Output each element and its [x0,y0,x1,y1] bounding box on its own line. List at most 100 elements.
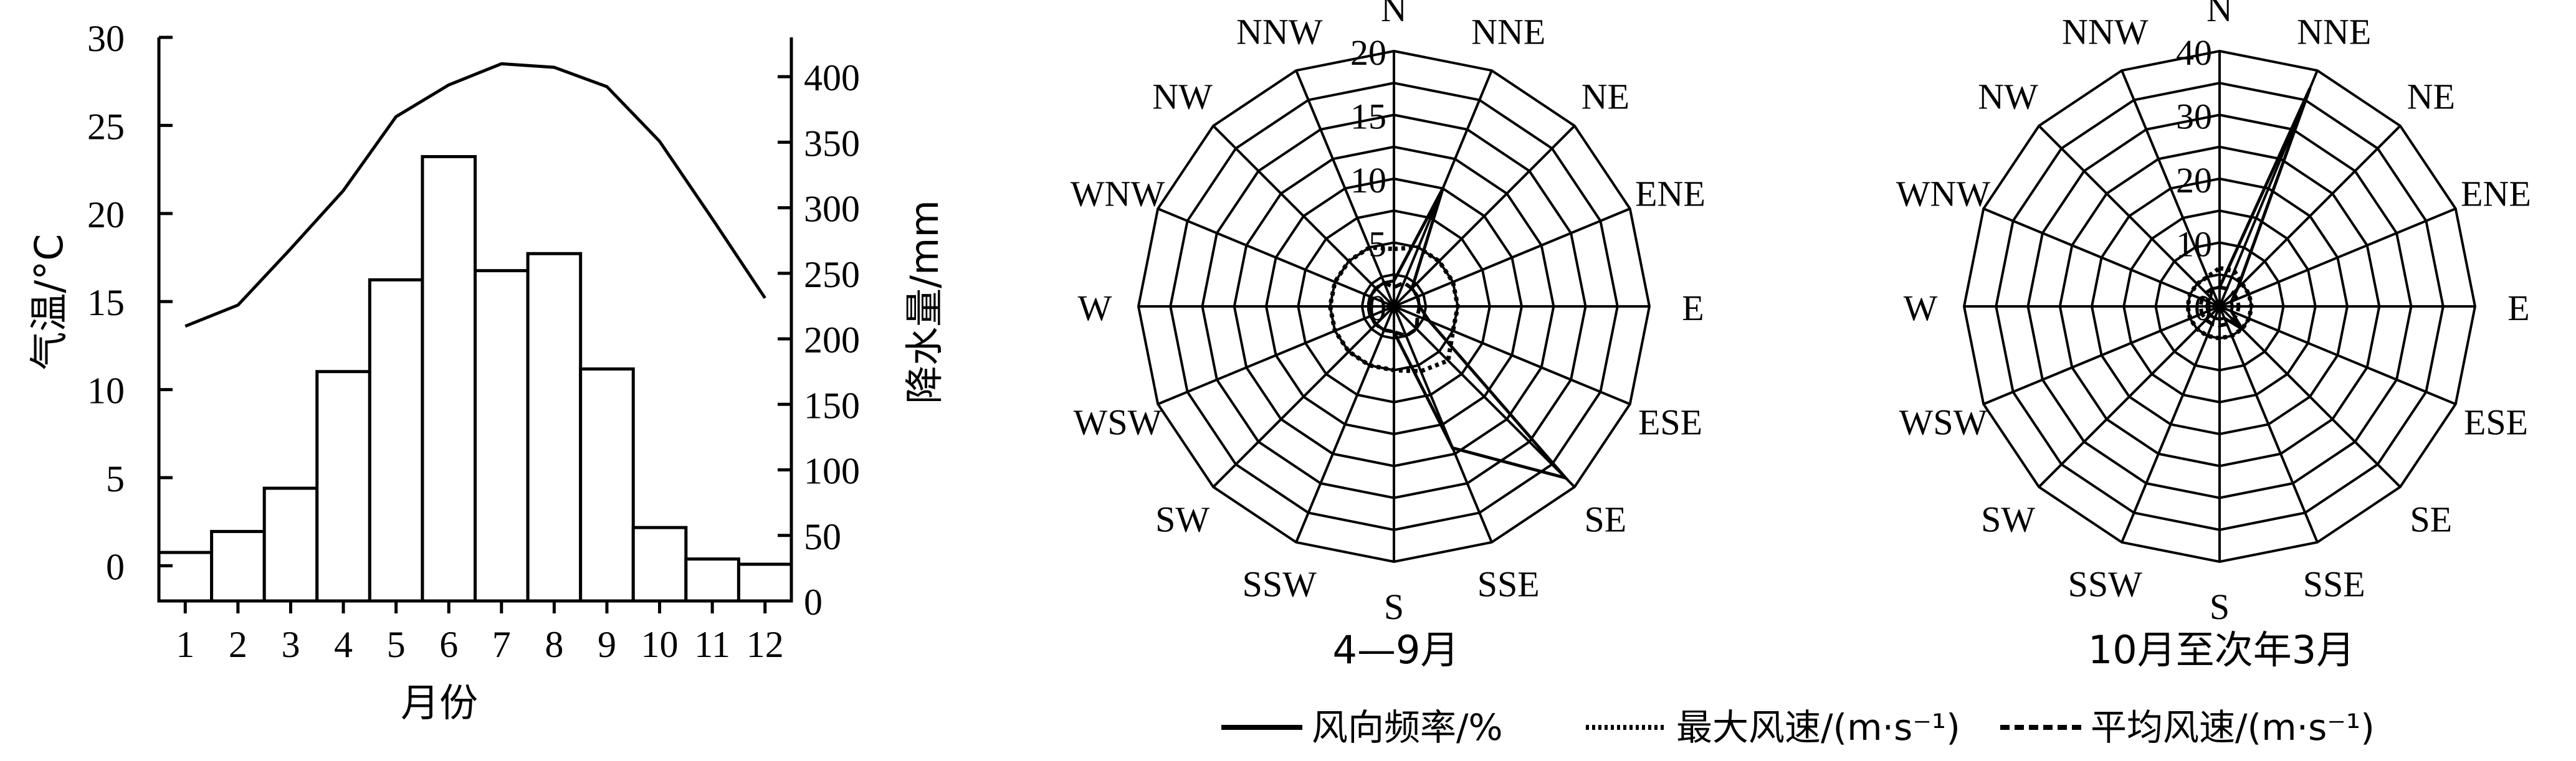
precipitation-bar [315,370,371,603]
precipitation-bar [210,529,266,603]
legend-label-frequency: 风向频率/% [1312,706,1503,749]
temperature-line [184,62,766,328]
rose-spoke [1393,305,1576,488]
direction-label-nne: NNE [1471,12,1545,52]
rose-series-max [1327,245,1461,374]
direction-label-se: SE [1585,499,1627,539]
rose-spoke [2219,305,2456,405]
precipitation-bars [157,155,793,603]
rose-tick-label: 0 [1368,288,1386,328]
direction-label-nw: NW [1978,77,2038,117]
direction-label-wsw: WSW [1074,402,1162,443]
direction-label-ene: ENE [1635,173,1705,214]
rose-spoke [1393,305,1631,405]
rose-tick-label: 40 [2176,32,2212,73]
right-tick-label: 0 [804,582,823,623]
direction-label-sw: SW [1155,499,1209,539]
right-tick-label: 400 [804,57,860,98]
rose-spoke [1983,305,2220,405]
right-tick-label: 350 [804,123,860,164]
precipitation-bar [157,551,214,603]
direction-label-e: E [2507,288,2529,328]
rose-tick-label: 20 [1350,32,1386,73]
direction-label-ssw: SSW [1243,564,1317,605]
precipitation-bar [526,252,583,603]
direction-label-ese: ESE [1638,402,1702,443]
precipitation-bar [262,486,319,603]
legend-label-max-speed: 最大风速/(m·s⁻¹) [1676,706,1960,749]
rose-series-max [2185,265,2254,341]
direction-label-s: S [2210,587,2230,627]
left-tick-label: 10 [87,371,125,412]
wind-rose-winter: 010203040NNNENEENEEESESESSESSSWSWWSWWWNW… [1896,0,2531,627]
rose-tick-label: 5 [1368,224,1386,265]
right-tick-label: 150 [804,385,860,426]
left-tick-label: 20 [87,194,125,235]
rose-spoke [1393,125,1576,308]
precipitation-bar [421,155,477,603]
left-tick-label: 0 [106,546,125,587]
rose-spoke [2218,305,2402,488]
rose-tick-label: 30 [2176,97,2212,137]
direction-label-nnw: NNW [1236,12,1323,52]
direction-label-n: N [1381,0,1407,29]
x-tick-label: 8 [545,624,563,665]
right-tick-label: 200 [804,319,860,361]
x-tick-label: 6 [439,624,458,665]
legend-item-max-speed: 最大风速/(m·s⁻¹) [1586,706,1960,749]
direction-label-wnw: WNW [1071,173,1165,214]
direction-label-wsw: WSW [1899,402,1988,443]
x-tick-label: 7 [492,624,511,665]
direction-label-ese: ESE [2464,402,2528,443]
direction-label-n: N [2206,0,2233,29]
precipitation-bar [579,367,635,603]
right-tick-label: 100 [804,451,860,492]
x-tick-label: 10 [641,624,679,665]
direction-label-nne: NNE [2297,12,2371,52]
direction-label-sse: SSE [1477,564,1540,605]
rose-spoke [1212,125,1395,308]
precipitation-bar [684,557,740,603]
rose-spoke [2218,125,2402,308]
direction-label-s: S [1384,587,1404,627]
x-tick-label: 9 [598,624,616,665]
rose-spoke [1212,305,1395,488]
direction-label-sw: SW [1981,499,2035,539]
rose-spoke [2218,306,2319,543]
direction-label-sse: SSE [2303,564,2365,605]
left-axis-label: 气温/°C [26,234,72,370]
x-tick-label: 1 [176,624,194,665]
x-tick-label: 4 [334,624,353,665]
left-tick-label: 5 [106,458,125,499]
precipitation-bar [631,526,688,603]
rose-spoke [2038,305,2221,488]
rose-spoke [1157,305,1395,405]
rose-series-avg [1366,280,1422,338]
rose-tick-label: 20 [2176,160,2212,201]
direction-label-ne: NE [1581,77,1629,117]
direction-label-ne: NE [2407,77,2455,117]
legend-label-avg-speed: 平均风速/(m·s⁻¹) [2091,706,2375,749]
rose-spoke [2038,125,2221,308]
x-axis-label: 月份 [401,680,478,726]
direction-label-e: E [1682,288,1704,328]
direction-label-nw: NW [1152,77,1213,117]
direction-label-w: W [1078,288,1112,328]
right-tick-label: 250 [804,254,860,295]
precipitation-bar [368,278,424,603]
rose-spoke [1983,207,2220,308]
rose-spoke [1295,306,1395,543]
precipitation-bar [737,562,793,603]
legend-item-avg-speed: 平均风速/(m·s⁻¹) [2000,706,2375,749]
direction-label-se: SE [2410,499,2453,539]
left-tick-label: 15 [87,282,125,323]
rose-spoke [2219,207,2456,308]
rose-tick-label: 0 [2194,288,2212,328]
rose-subtitle-summer: 4—9月 [1333,627,1459,673]
direction-label-wnw: WNW [1896,173,1991,214]
right-tick-label: 300 [804,189,860,230]
